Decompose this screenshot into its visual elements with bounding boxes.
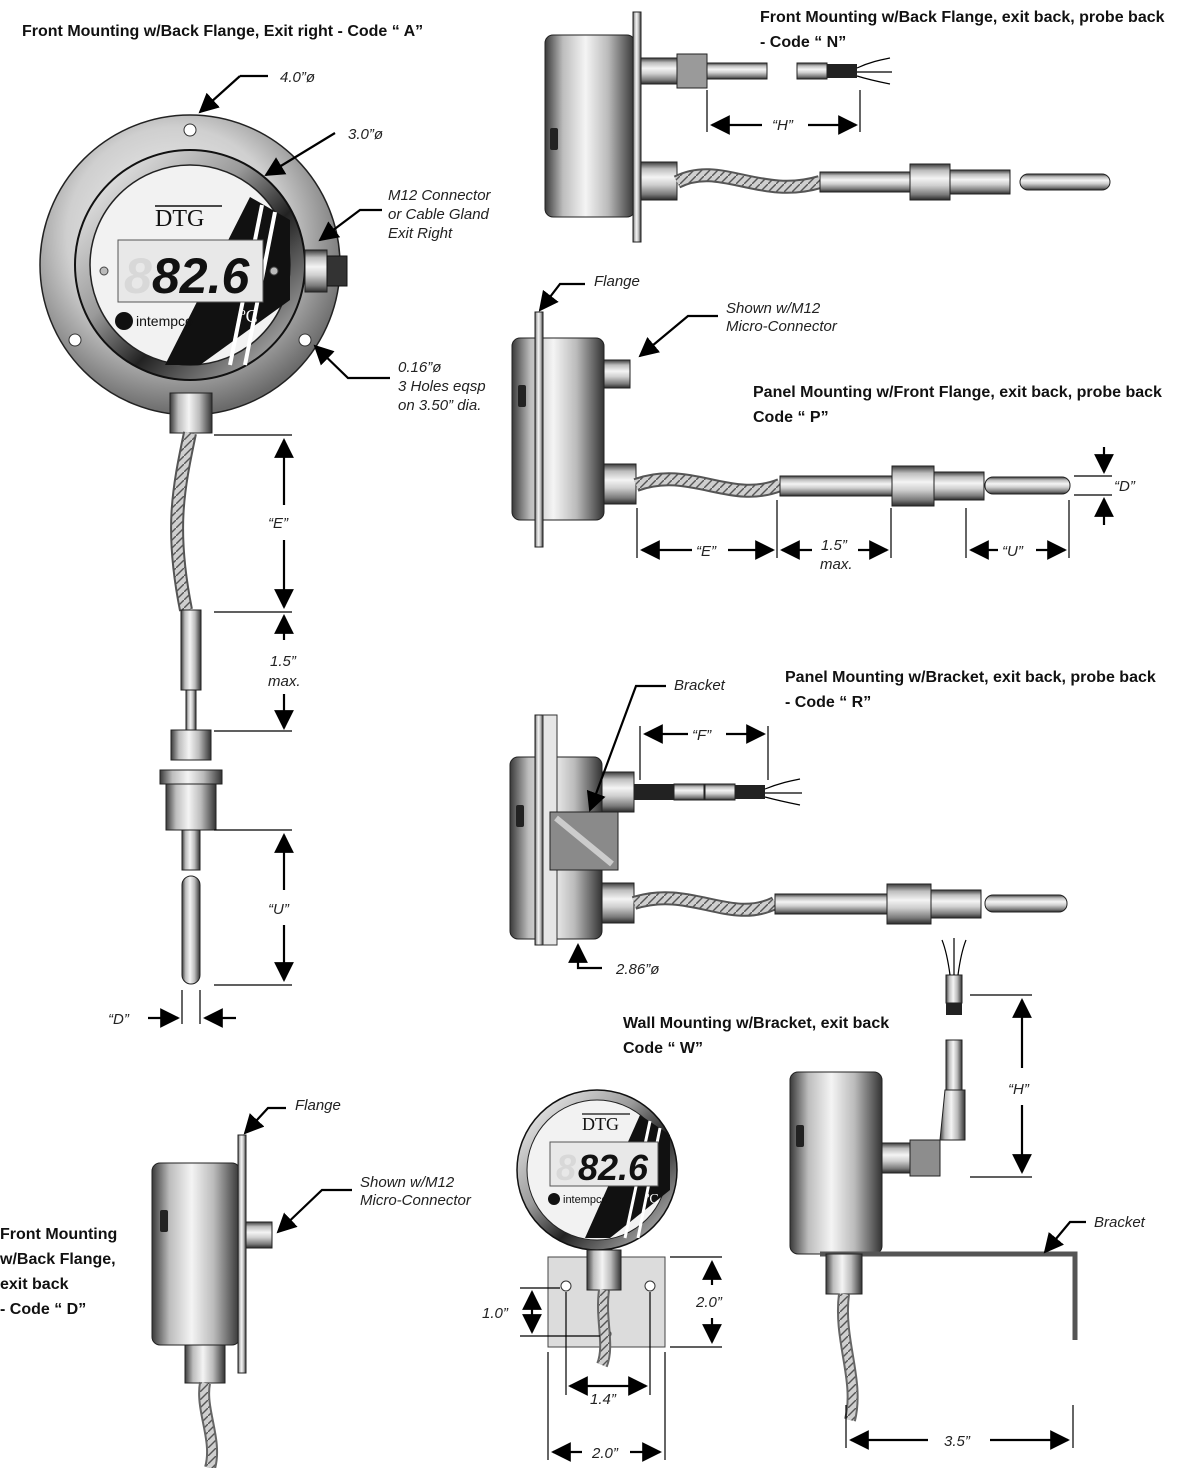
code-a-brand: DTG (155, 206, 204, 232)
code-a-logo-icon (115, 312, 133, 330)
title-code-d-line3: exit back (0, 1276, 69, 1293)
label-d-shown-line2: Micro-Connector (360, 1192, 472, 1209)
label-holes-line3: on 3.50” dia. (398, 397, 481, 414)
label-p-u: “U” (1002, 543, 1024, 560)
code-n-side-view: “H” (544, 11, 1111, 243)
label-w-20-h: 2.0” (591, 1445, 619, 1462)
label-p-d: “D” (1114, 478, 1136, 495)
label-m12-line3: Exit Right (388, 225, 453, 242)
title-code-d-line4: - Code “ D” (0, 1301, 86, 1318)
title-code-p-line2: Code “ P” (753, 409, 829, 426)
label-a-e: “E” (268, 515, 289, 532)
title-code-w-line2: Code “ W” (623, 1040, 703, 1057)
title-code-d-line2: w/Back Flange, (0, 1251, 116, 1268)
label-d-flange: Flange (295, 1097, 341, 1114)
label-d-shown-line1: Shown w/M12 (360, 1174, 455, 1191)
title-code-w-line1: Wall Mounting w/Bracket, exit back (623, 1015, 889, 1032)
code-w-logo-icon (548, 1193, 560, 1205)
label-p-15: 1.5” (821, 537, 848, 554)
code-w-logo: intempco (563, 1194, 608, 1206)
code-w-side-view: “H” Bracket 3.5” (789, 938, 1146, 1450)
code-a-ghost-digit: 8 (124, 248, 152, 304)
code-w-unit: ºC (645, 1192, 659, 1207)
code-a-unit: ºC (240, 306, 258, 326)
title-code-n-line1: Front Mounting w/Back Flange, exit back,… (760, 9, 1165, 26)
label-p-e: “E” (696, 543, 717, 560)
code-w-ghost-digit: 8 (556, 1147, 576, 1188)
label-r-bracket: Bracket (674, 677, 726, 694)
label-w-35: 3.5” (944, 1433, 971, 1450)
title-code-d-line1: Front Mounting (0, 1226, 117, 1243)
label-m12-line1: M12 Connector (388, 187, 492, 204)
label-w-20-v: 2.0” (695, 1294, 723, 1311)
label-m12-line2: or Cable Gland (388, 206, 490, 223)
code-a-logo: intempco (136, 313, 193, 329)
label-p-shown-line1: Shown w/M12 (726, 300, 821, 317)
label-p-shown-line2: Micro-Connector (726, 318, 838, 335)
label-w-14: 1.4” (590, 1391, 617, 1408)
title-code-r-line1: Panel Mounting w/Bracket, exit back, pro… (785, 669, 1156, 686)
code-a-probe (159, 431, 223, 985)
code-w-reading: 82.6 (578, 1147, 649, 1188)
label-w-bracket: Bracket (1094, 1214, 1146, 1231)
label-p-max: max. (820, 556, 853, 573)
code-p-side-view: Flange Shown w/M12 Micro-Connector “E” 1… (511, 273, 1136, 573)
label-a-15: 1.5” (270, 653, 297, 670)
label-a-d: “D” (108, 1011, 130, 1028)
label-holes-line1: 0.16”ø (398, 359, 441, 376)
code-a-annotations: 4.0”ø 3.0”ø M12 Connector or Cable Gland… (108, 69, 492, 1028)
label-r-f: “F” (692, 727, 712, 744)
label-dia-40: 4.0”ø (280, 69, 315, 86)
title-code-p-line1: Panel Mounting w/Front Flange, exit back… (753, 384, 1162, 401)
code-w-brand: DTG (582, 1114, 619, 1134)
title-code-a: Front Mounting w/Back Flange, Exit right… (22, 23, 423, 40)
label-dia-30: 3.0”ø (348, 126, 383, 143)
label-holes-line2: 3 Holes eqsp (398, 378, 486, 395)
label-p-flange: Flange (594, 273, 640, 290)
code-w-front-view: DTG 8 82.6 intempco ºC 1.0” 2.0” 1.4” 2.… (482, 1089, 723, 1462)
code-a-reading: 82.6 (152, 248, 251, 304)
title-code-r-line2: - Code “ R” (785, 694, 871, 711)
code-a-gauge: DTG 8 82.6 intempco ºC (39, 114, 348, 434)
label-w-h: “H” (1008, 1081, 1030, 1098)
code-d-side-view: Flange Shown w/M12 Micro-Connector (151, 1097, 472, 1468)
code-r-side-view: Bracket “F” 2.86”ø (509, 677, 1068, 978)
label-n-h: “H” (772, 117, 794, 134)
label-a-max: max. (268, 673, 301, 690)
label-r-286: 2.86”ø (615, 961, 659, 978)
label-w-10: 1.0” (482, 1305, 509, 1322)
title-code-n-line2: - Code “ N” (760, 34, 846, 51)
label-a-u: “U” (268, 901, 290, 918)
